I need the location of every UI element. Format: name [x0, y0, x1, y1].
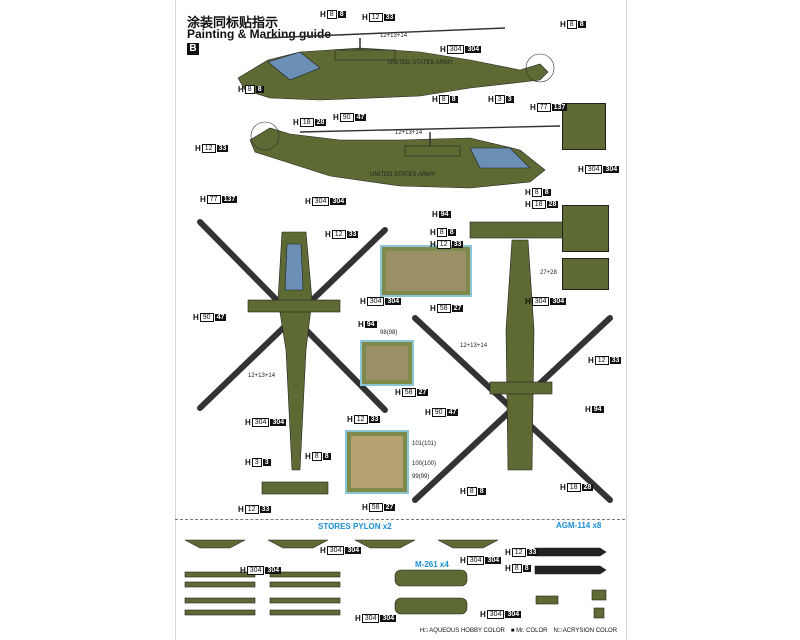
callout-100: 100(100) — [412, 461, 437, 467]
callout-101: 101(101) — [412, 441, 437, 447]
inset-gun-mount — [562, 103, 606, 150]
inset-avionics-bay — [345, 430, 409, 494]
legend-mr: ■ Mr. COLOR — [510, 628, 548, 634]
inset-engine-bay-top — [380, 245, 472, 297]
m261-label: M-261 x4 — [415, 560, 449, 569]
callout-27-28: 27+28 — [540, 270, 557, 276]
stores-pylon-label: STORES PYLON x2 — [318, 522, 392, 531]
callout-12-13-14-bottom-view: 12+13+14 — [460, 343, 488, 349]
callout-12-13-14-top-view: 12+13+14 — [248, 373, 276, 379]
section-divider — [175, 519, 625, 520]
callout-12-13-14-mid: 12+13+14 — [395, 130, 423, 136]
color-legend: H□ AQUEOUS HOBBY COLOR ■ Mr. COLOR N□ AC… — [420, 628, 617, 634]
page-title-chinese: 涂装同标贴指示 — [187, 15, 279, 30]
us-army-marking-side: UNITED STATES ARMY — [370, 172, 436, 178]
callout-12-13-14-top: 12+13+14 — [380, 33, 408, 39]
inset-sensor-pod — [562, 258, 609, 290]
inset-landing-gear — [562, 205, 609, 252]
page-title-english: Painting & Marking guide — [187, 27, 332, 41]
us-army-marking-top: UNITED STATES ARMY — [388, 60, 454, 66]
agm114-label: AGM-114 x8 — [556, 521, 602, 530]
inset-engine-bay-mid — [360, 340, 414, 386]
section-badge: B — [187, 43, 199, 55]
legend-hobby: H□ AQUEOUS HOBBY COLOR — [420, 628, 505, 634]
callout-99: 99(99) — [412, 474, 430, 480]
legend-acrysion: N□ ACRYSION COLOR — [553, 628, 618, 634]
callout-98: 98(98) — [380, 330, 398, 336]
